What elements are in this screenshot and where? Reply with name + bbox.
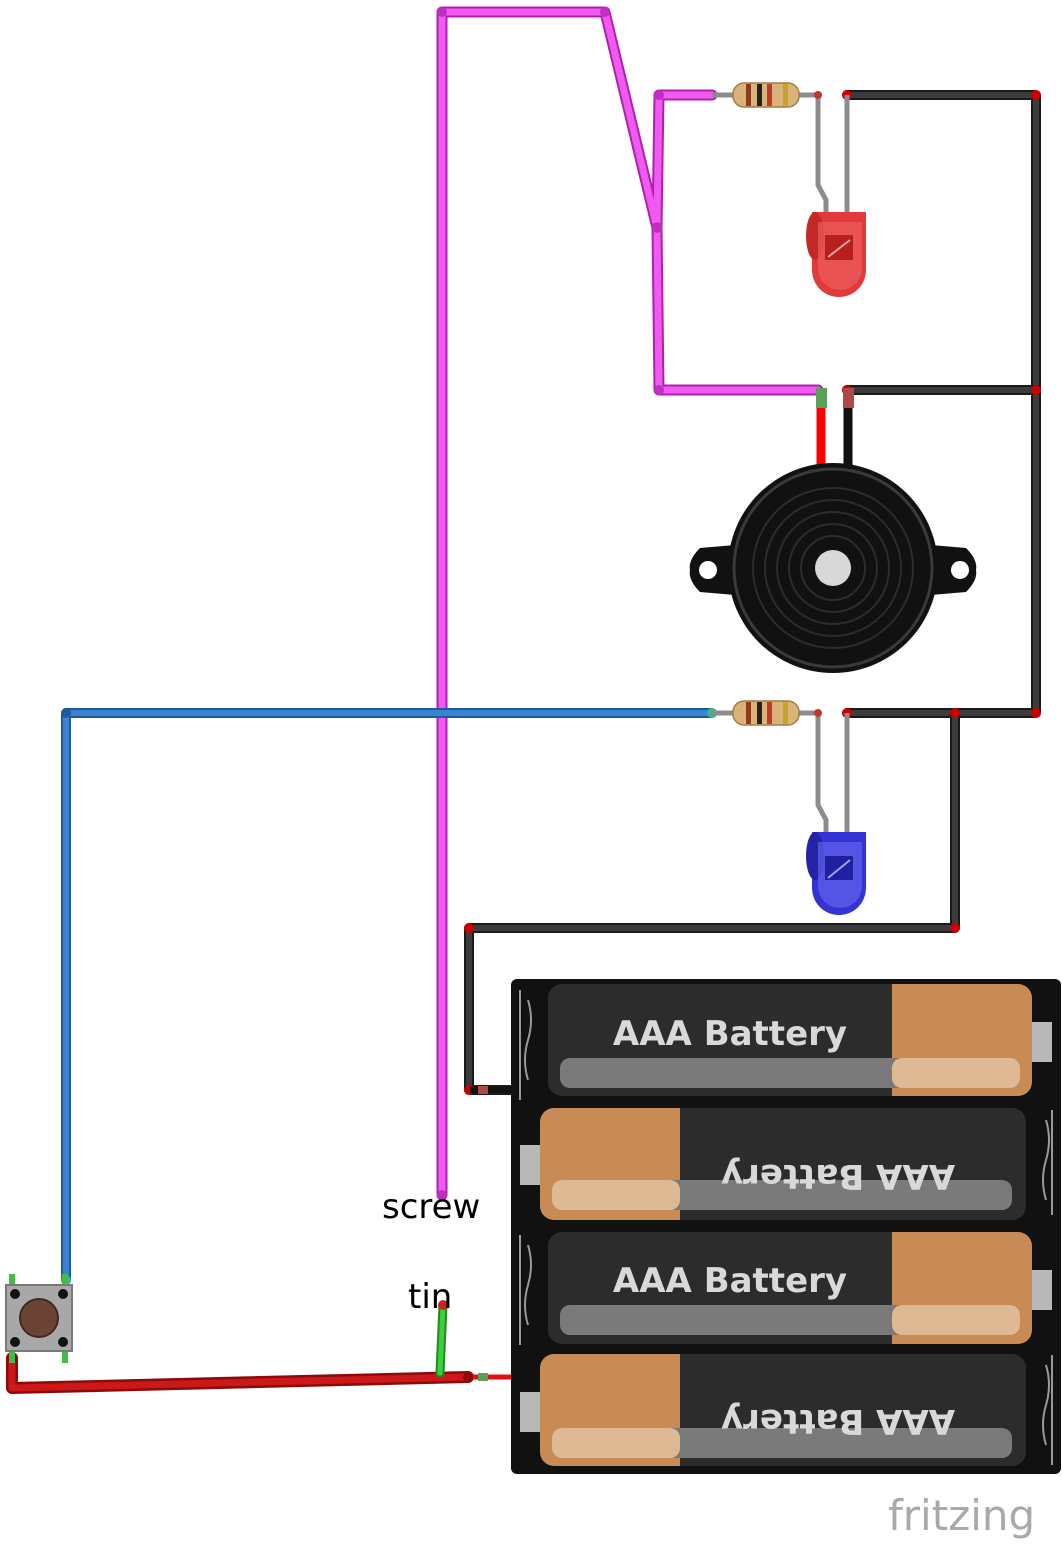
battery-cell-1: AAA Battery [548,984,1052,1096]
wire-green [435,1300,448,1378]
label-screw: screw [382,1187,480,1227]
push-button [5,1274,73,1363]
resistor-bottom [712,700,818,726]
battery-label-4: AAA Battery [721,1401,955,1441]
battery-label-3: AAA Battery [613,1261,847,1301]
battery-label-1: AAA Battery [613,1014,847,1054]
piezo-buzzer [689,388,977,673]
fritzing-logo: fritzing [888,1491,1035,1540]
battery-holder: AAA Battery AAA Battery AAA Battery [470,979,1061,1474]
red-led [806,91,866,297]
blue-led [806,709,866,915]
label-tin: tin [408,1277,452,1317]
wire-red [6,1352,518,1394]
battery-cell-2: AAA Battery [520,1108,1026,1220]
battery-cell-3: AAA Battery [548,1232,1052,1344]
battery-cell-4: AAA Battery [520,1354,1026,1466]
resistor-top [712,82,818,108]
battery-label-2: AAA Battery [721,1156,955,1196]
